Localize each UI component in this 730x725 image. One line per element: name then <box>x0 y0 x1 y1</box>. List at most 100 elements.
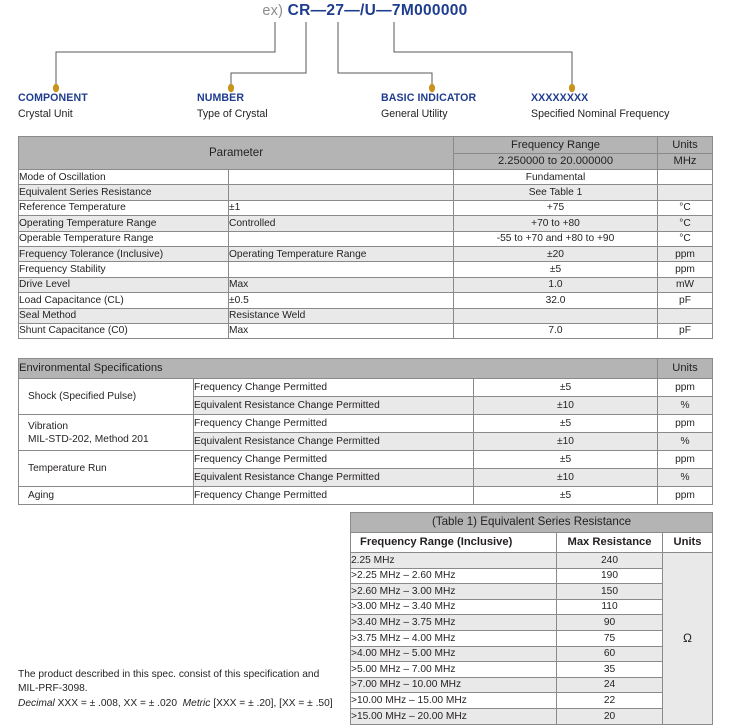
cell-value: ±10 <box>473 432 658 451</box>
callout-subtitle: Type of Crystal <box>197 108 268 120</box>
table-header: Parameter Frequency Range Units 2.250000… <box>18 136 713 170</box>
environmental-table-title: Environmental Specifications <box>18 358 658 379</box>
cell-value: See Table 1 <box>453 184 658 201</box>
cell-parameter: Reference Temperature <box>18 199 229 217</box>
cell-value: ±5 <box>453 261 658 278</box>
cell-unit: °C <box>657 199 713 217</box>
cell-condition <box>228 261 454 278</box>
cell-unit: ppm <box>657 486 713 505</box>
cell-condition <box>228 230 454 247</box>
cell-value: -55 to +70 and +80 to +90 <box>453 230 658 247</box>
column-header-max-resistance: Max Resistance <box>556 532 663 553</box>
callout-dots <box>52 83 576 93</box>
footnote-line-1: The product described in this spec. cons… <box>18 669 320 680</box>
cell-parameter: Seal Method <box>18 307 229 324</box>
callout-title: NUMBER <box>197 92 245 104</box>
cell-value: +75 <box>453 199 658 217</box>
cell-condition: Max <box>228 322 454 340</box>
cell-unit: ppm <box>657 378 713 397</box>
cell-unit: pF <box>657 322 713 340</box>
cell-item: Frequency Change Permitted <box>193 486 474 505</box>
equivalent-series-resistance-table: (Table 1) Equivalent Series Resistance F… <box>349 512 714 725</box>
cell-parameter: Shunt Capacitance (C0) <box>18 322 229 340</box>
cell-condition: Controlled <box>228 215 454 232</box>
cell-max-resistance: 150 <box>556 583 663 600</box>
esr-table-title: (Table 1) Equivalent Series Resistance <box>349 512 714 533</box>
cell-parameter: Operating Temperature Range <box>18 215 229 232</box>
cell-unit: ppm <box>657 245 713 263</box>
table-body: Shock (Specified Pulse)Frequency Change … <box>18 378 713 505</box>
cell-item: Frequency Change Permitted <box>193 378 474 397</box>
column-header-units: Units <box>657 358 713 379</box>
cell-condition <box>228 168 454 186</box>
leader-lines-graphic <box>52 22 576 93</box>
cell-value <box>453 307 658 324</box>
cell-item: Equivalent Resistance Change Permitted <box>193 468 474 487</box>
column-header-units: Units <box>661 532 714 553</box>
cell-condition: ±0.5 <box>228 292 454 309</box>
metric-label: Metric <box>182 698 211 710</box>
cell-parameter: Load Capacitance (CL) <box>18 292 229 309</box>
cell-parameter: Operable Temperature Range <box>18 230 229 247</box>
cell-value: ±20 <box>453 245 658 263</box>
table-row: Equivalent Resistance Change Permitted±1… <box>19 432 713 451</box>
callout-subtitle: Specified Nominal Frequency <box>531 108 670 120</box>
column-header-frequency-range: Frequency Range <box>453 136 658 154</box>
cell-value: ±5 <box>473 414 658 433</box>
cell-condition <box>228 184 454 201</box>
cell-condition: Operating Temperature Range <box>228 245 454 263</box>
table-row: Frequency Tolerance (Inclusive)Operating… <box>18 245 713 263</box>
example-part-number: CR—27—/U—7M000000 <box>287 2 468 19</box>
cell-frequency-range: >3.75 MHz – 4.00 MHz <box>350 629 557 647</box>
cell-value: 7.0 <box>453 322 658 340</box>
cell-unit: mW <box>657 276 713 294</box>
footnote-block: The product described in this spec. cons… <box>18 668 348 712</box>
cell-condition: Resistance Weld <box>228 307 454 324</box>
cell-frequency-range: >7.00 MHz – 10.00 MHz <box>350 676 557 694</box>
cell-value: 32.0 <box>453 292 658 309</box>
cell-value: ±10 <box>473 468 658 487</box>
callout-subtitle: Crystal Unit <box>18 108 73 120</box>
column-subheader-units-value: MHz <box>657 152 713 170</box>
column-subheader-frequency-value: 2.250000 to 20.000000 <box>453 152 658 170</box>
cell-frequency-range: >10.00 MHz – 15.00 MHz <box>350 692 557 709</box>
cell-max-resistance: 240 <box>556 552 663 569</box>
cell-frequency-range: >2.60 MHz – 3.00 MHz <box>350 583 557 600</box>
cell-unit: % <box>657 432 713 451</box>
tolerance-line: Decimal XXX = ± .008, XX = ± .020 Metric… <box>18 697 348 711</box>
cell-value: ±10 <box>473 396 658 415</box>
callout-title: BASIC INDICATOR <box>381 92 477 104</box>
cell-frequency-range: >3.00 MHz – 3.40 MHz <box>350 598 557 616</box>
environmental-specifications-table: Environmental Specifications Units Shock… <box>18 358 713 505</box>
cell-value: 1.0 <box>453 276 658 294</box>
part-number-example: ex) CR—27—/U—7M000000 <box>0 2 730 20</box>
callout-subtitle: General Utility <box>381 108 448 120</box>
cell-unit <box>657 184 713 201</box>
cell-value: ±5 <box>473 378 658 397</box>
table-row: Operable Temperature Range -55 to +70 and… <box>18 230 713 247</box>
cell-max-resistance: 20 <box>556 707 663 725</box>
cell-max-resistance: 190 <box>556 567 663 585</box>
cell-frequency-range: >15.00 MHz – 20.00 MHz <box>350 707 557 725</box>
example-prefix-label: ex) <box>262 3 284 19</box>
table-header: (Table 1) Equivalent Series Resistance F… <box>349 512 714 553</box>
cell-frequency-range: 2.25 MHz <box>350 552 557 569</box>
cell-value: ±5 <box>473 450 658 469</box>
callout-nominal-frequency: XXXXXXXX Specified Nominal Frequency <box>531 92 669 121</box>
cell-frequency-range: >4.00 MHz – 5.00 MHz <box>350 645 557 663</box>
callout-title: COMPONENT <box>18 92 88 104</box>
